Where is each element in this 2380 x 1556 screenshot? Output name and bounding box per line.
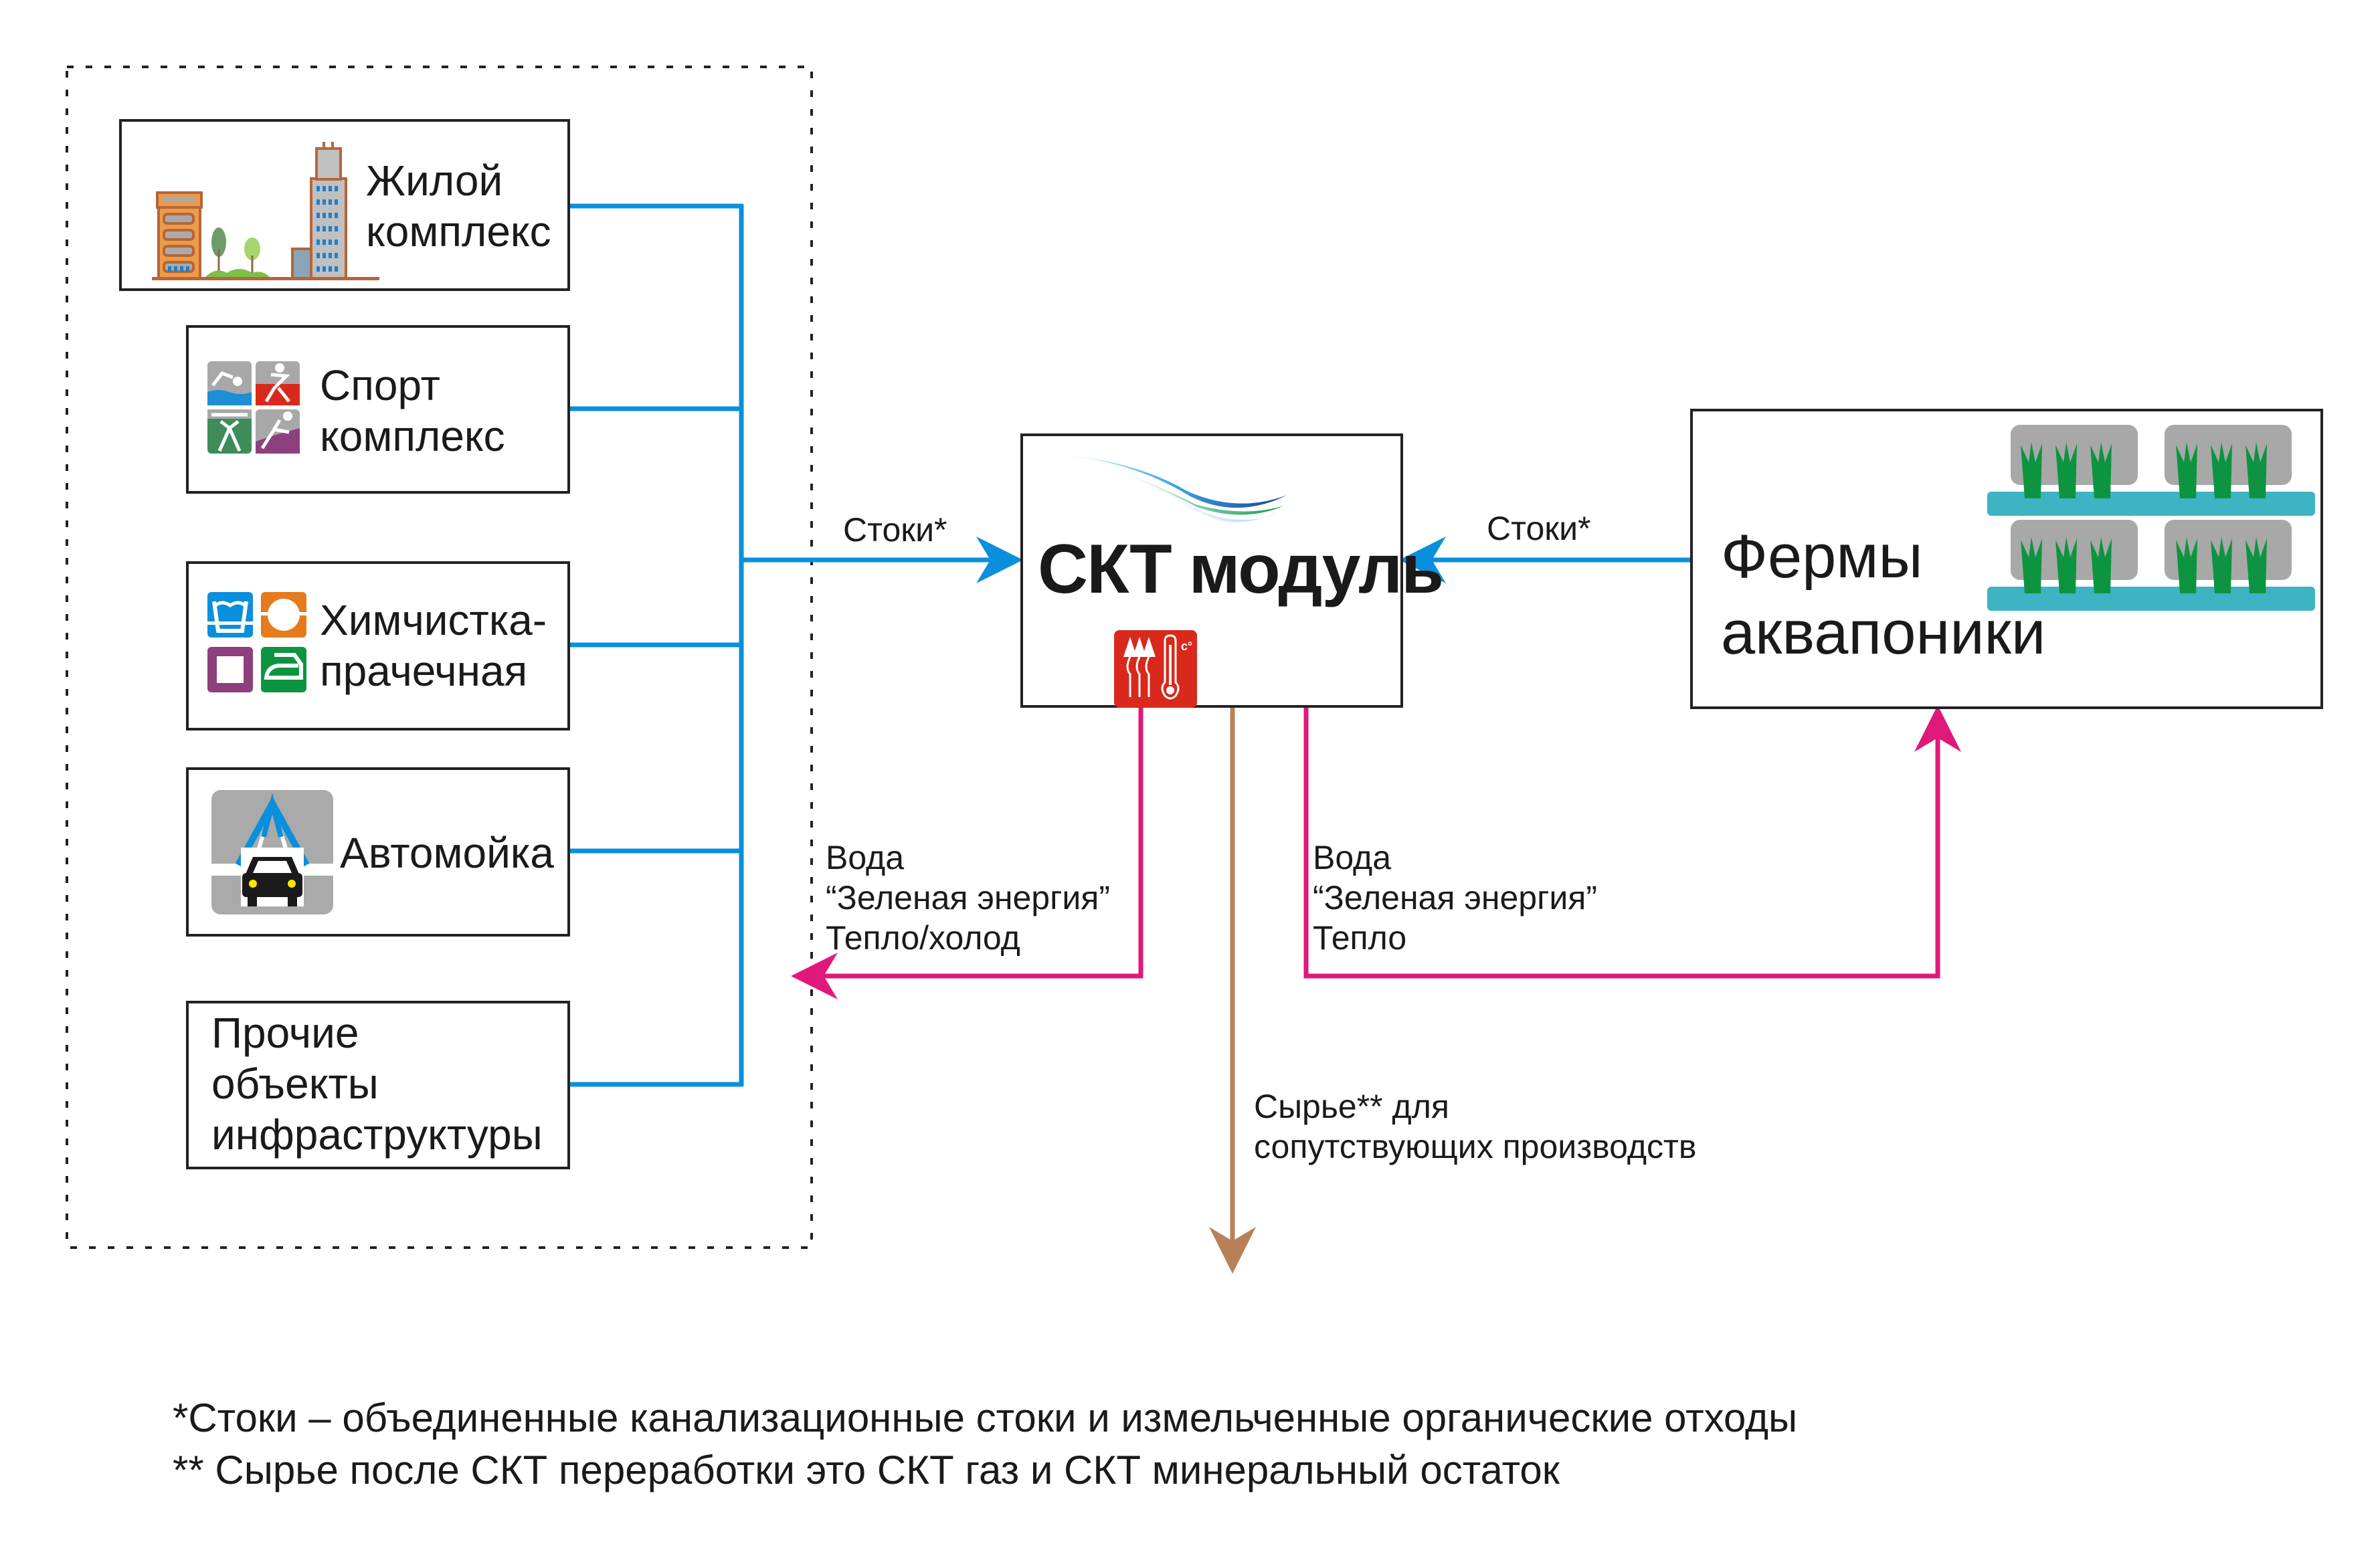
source-laundry[interactable]: Химчистка- прачечная — [186, 561, 570, 731]
aquaponics-farm[interactable]: Фермы аквапоники — [1690, 409, 2323, 709]
source-label: Прочие объекты инфраструктуры — [211, 1009, 543, 1159]
heat-thermometer-icon: c° — [1114, 630, 1197, 708]
car-wash-icon — [211, 790, 333, 914]
right-inflow-label: Стоки* — [1487, 510, 1591, 547]
source-sport[interactable]: Спорт комплекс — [186, 325, 570, 494]
footnote-1: *Стоки – объединенные канализационные ст… — [173, 1395, 1798, 1440]
source-label: Автомойка — [340, 829, 554, 877]
wave-logo-icon — [1063, 455, 1287, 522]
outflow-arrow-right — [1303, 705, 1961, 979]
source-group-boundary — [66, 66, 813, 1249]
footnote-2: ** Сырье после СКТ переработки это СКТ г… — [173, 1448, 1560, 1492]
right-outflow-label: Вода “Зеленая энергия” Тепло — [1313, 839, 1597, 957]
source-label: Жилой комплекс — [366, 157, 551, 256]
outflow-arrow-left — [791, 706, 1143, 999]
source-label: Химчистка- прачечная — [320, 596, 547, 695]
sports-icon — [207, 361, 300, 454]
svg-text:c°: c° — [1181, 640, 1192, 653]
source-residential[interactable]: Жилой комплекс — [119, 119, 570, 291]
residential-buildings-icon — [152, 142, 379, 280]
source-carwash[interactable]: Автомойка — [186, 767, 570, 937]
raw-material-label: Сырье** для сопутствующих производств — [1254, 1088, 1697, 1165]
source-other[interactable]: Прочие объекты инфраструктуры — [186, 1001, 570, 1169]
laundry-icon — [207, 592, 306, 692]
left-inflow-label: Стоки* — [843, 511, 947, 549]
skt-module[interactable]: СКТ модуль c° — [1020, 433, 1444, 708]
left-outflow-label: Вода “Зеленая энергия” Тепло/холод — [826, 839, 1110, 957]
module-title: СКТ модуль — [1038, 530, 1444, 608]
source-label: Спорт комплекс — [320, 361, 505, 460]
aquaponics-plants-icon — [1987, 425, 2315, 611]
